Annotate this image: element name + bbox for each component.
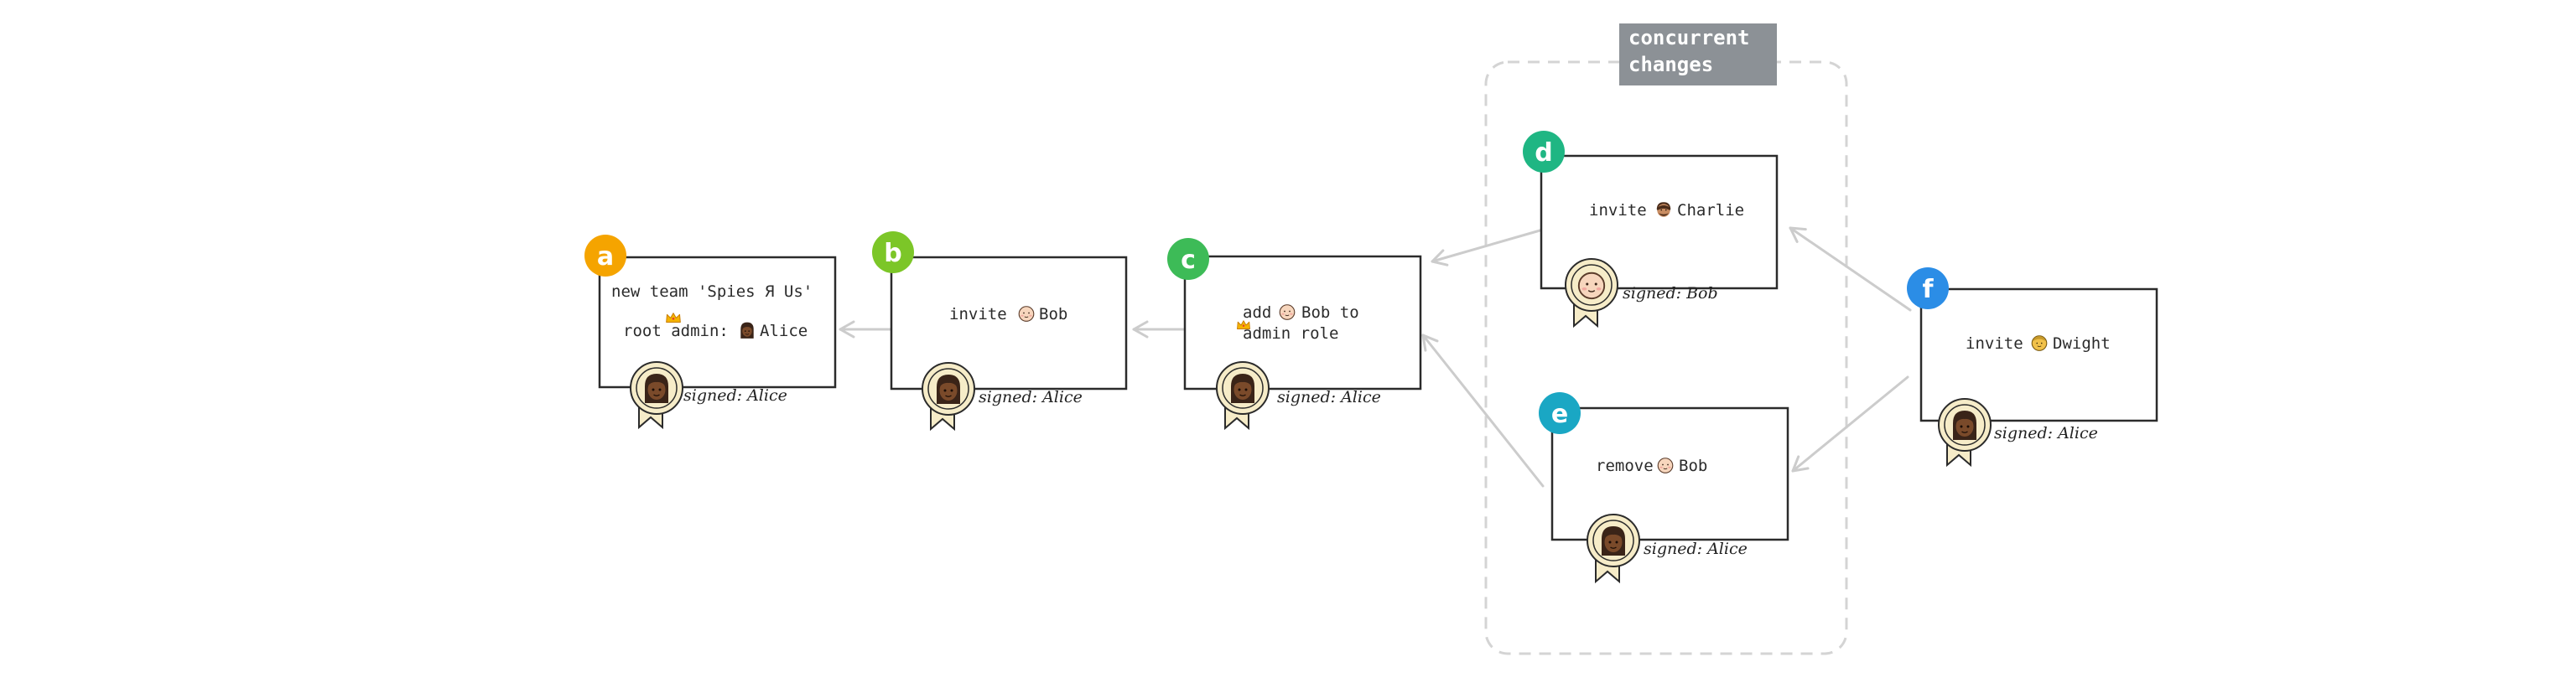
node-b-name: Bob (1039, 305, 1067, 323)
svg-text:d: d (1535, 138, 1552, 168)
node-f[interactable]: invite Dwight signed: Alice f (1907, 267, 2158, 468)
signature-seal-icon (1938, 398, 1992, 468)
arrows (839, 226, 1912, 488)
node-e-signed: signed: Alice (1644, 540, 1748, 558)
arrow-e-to-c (1421, 334, 1545, 488)
node-e[interactable]: remove Bob signed: Alice e (1539, 392, 1789, 584)
node-f-signed: signed: Alice (1994, 424, 2098, 442)
node-a-signed: signed: Alice (683, 386, 787, 405)
node-f-name: Dwight (2053, 334, 2111, 353)
svg-text:c: c (1181, 246, 1196, 275)
node-c-name: Bob to (1301, 303, 1359, 322)
arrow-d-to-c (1431, 228, 1545, 266)
node-c-line2: admin role (1243, 324, 1338, 343)
bob-avatar-icon (1018, 306, 1035, 322)
dwight-avatar-icon (2031, 335, 2048, 351)
node-a-line1: new team 'Spies Я Us' (611, 282, 813, 301)
node-c[interactable]: add Bob to admin role signed: Alice c (1167, 238, 1422, 431)
node-d-prefix: invite (1589, 201, 1647, 220)
arrow-f-to-e (1791, 375, 1909, 473)
alice-avatar-icon (740, 322, 755, 339)
node-b-signed: signed: Alice (979, 388, 1083, 406)
badge-c: c (1167, 238, 1209, 280)
node-d-name: Charlie (1677, 201, 1744, 220)
bob-avatar-icon (1279, 304, 1296, 320)
badge-b: b (872, 231, 914, 273)
group-label-line1: concurrent (1628, 26, 1750, 49)
bob-avatar-icon (1657, 458, 1674, 473)
arrow-f-to-d (1789, 226, 1912, 312)
node-c-signed: signed: Alice (1277, 388, 1381, 406)
node-b[interactable]: invite Bob signed: Alice b (872, 231, 1128, 432)
signature-seal-icon (630, 361, 683, 430)
concurrent-changes-group: concurrent changes (1484, 23, 1848, 655)
badge-f: f (1907, 267, 1949, 309)
signature-seal-icon (1565, 258, 1618, 328)
signature-seal-icon (922, 362, 975, 432)
badge-d: d (1523, 131, 1565, 173)
svg-text:e: e (1551, 400, 1568, 429)
node-f-prefix: invite (1966, 334, 2023, 353)
node-c-prefix: add (1243, 303, 1271, 322)
badge-a: a (584, 235, 626, 277)
svg-text:f: f (1922, 275, 1934, 304)
node-d-signed: signed: Bob (1623, 284, 1718, 303)
node-e-name: Bob (1679, 457, 1707, 475)
svg-text:b: b (884, 239, 901, 268)
group-label-line2: changes (1628, 53, 1713, 76)
node-d[interactable]: invite Charlie signed: Bob d (1523, 131, 1779, 328)
signature-seal-icon (1587, 514, 1640, 584)
svg-text:a: a (597, 242, 614, 272)
node-a-line2-prefix: root admin: (623, 322, 729, 340)
node-a-name: Alice (760, 322, 808, 340)
node-b-prefix: invite (949, 305, 1007, 323)
badge-e: e (1539, 392, 1581, 434)
charlie-avatar-icon (1656, 202, 1671, 217)
signature-seal-icon (1216, 361, 1270, 431)
node-a[interactable]: new team 'Spies Я Us' root admin: Alice … (584, 235, 837, 430)
node-e-prefix: remove (1596, 457, 1654, 475)
